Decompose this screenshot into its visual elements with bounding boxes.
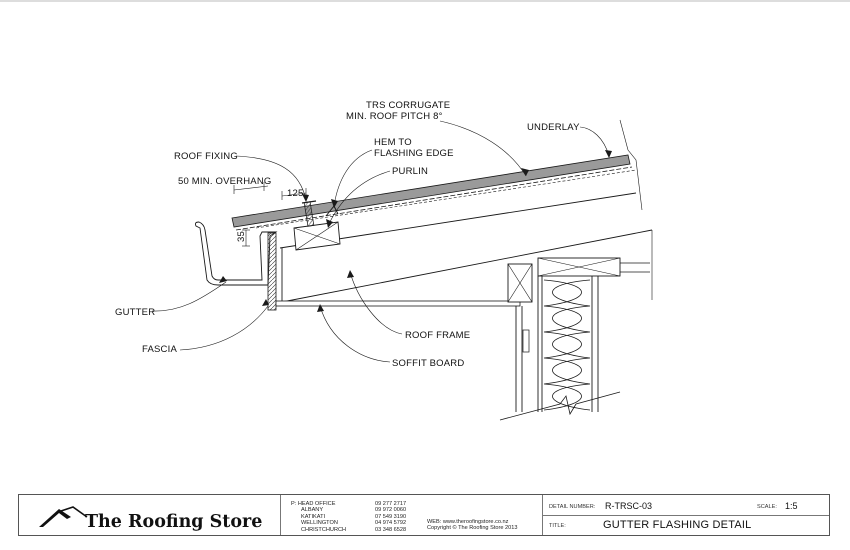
- copyright: Copyright © The Roofing Store 2013: [427, 525, 518, 532]
- gutter-flashing-drawing: 125 35 TRS CORRUGATE MIN. ROOF PITCH 8° …: [0, 0, 850, 421]
- label-fascia: FASCIA: [142, 344, 177, 355]
- contact-phones: 09 277 2717 09 972 0060 07 549 3190 04 9…: [375, 501, 406, 533]
- contact-places: P: HEAD OFFICE ALBANY KATIKATI WELLINGTO…: [291, 501, 346, 533]
- detail-section: DETAIL NUMBER: R-TRSC-03 SCALE: 1:5 TITL…: [543, 495, 829, 535]
- purlin-block: [293, 221, 341, 251]
- label-roof-fixing: ROOF FIXING: [174, 151, 238, 162]
- fascia-board: [267, 232, 277, 311]
- web-info: WEB: www.theroofingstore.co.nz Copyright…: [427, 519, 517, 532]
- detail-number: R-TRSC-03: [605, 501, 653, 511]
- contact-phone: 09 277 2717: [375, 501, 407, 507]
- label-min-roof-pitch: MIN. ROOF PITCH 8°: [346, 111, 443, 122]
- title-block: The Roofing Store P: HEAD OFFICE ALBANY …: [18, 494, 830, 536]
- label-hem-line2: FLASHING EDGE: [374, 148, 454, 159]
- dimension-overhang: [233, 182, 269, 194]
- roof-logo-icon: [39, 506, 88, 527]
- contact-place: P: HEAD OFFICE: [291, 501, 336, 507]
- contact-phone: 03 348 6528: [375, 526, 407, 533]
- label-gutter: GUTTER: [115, 307, 155, 318]
- web-address[interactable]: WEB: www.theroofingstore.co.nz: [427, 519, 509, 525]
- detail-title: GUTTER FLASHING DETAIL: [603, 519, 752, 531]
- contact-phone: 09 972 0060: [375, 507, 407, 514]
- scale-label: SCALE:: [757, 504, 777, 510]
- wall-section: [499, 119, 653, 421]
- contact-place: WELLINGTON: [301, 520, 338, 527]
- leader-lines: [151, 120, 610, 363]
- label-overhang: 50 MIN. OVERHANG: [178, 176, 271, 187]
- brand-section: The Roofing Store: [19, 495, 281, 535]
- roof-fixing-screw: [301, 200, 317, 227]
- top-plates: [507, 257, 650, 303]
- label-purlin: PURLIN: [392, 166, 428, 177]
- contact-section: P: HEAD OFFICE ALBANY KATIKATI WELLINGTO…: [281, 495, 543, 535]
- dimension-35: 35: [236, 229, 250, 247]
- dim-125-text: 125: [287, 188, 303, 199]
- label-hem-line1: HEM TO: [374, 137, 412, 148]
- scale-value: 1:5: [785, 501, 798, 511]
- label-soffit-board: SOFFIT BOARD: [392, 358, 464, 369]
- soffit-board: [275, 300, 521, 307]
- detail-number-label: DETAIL NUMBER:: [549, 504, 596, 510]
- contact-place: ALBANY: [301, 507, 324, 514]
- contact-phone: 07 549 3190: [375, 513, 407, 520]
- underlay-line: [255, 169, 637, 229]
- contact-phone: 04 974 5792: [375, 520, 407, 527]
- contact-place: CHRISTCHURCH: [301, 526, 347, 533]
- label-roof-frame: ROOF FRAME: [405, 330, 470, 341]
- brand-name: The Roofing Store: [85, 512, 263, 532]
- title-label: TITLE:: [549, 523, 566, 529]
- dimension-125: 125: [281, 188, 307, 200]
- label-trs-corrugate: TRS CORRUGATE: [366, 100, 450, 111]
- dim-35-text: 35: [236, 231, 247, 242]
- label-underlay: UNDERLAY: [527, 122, 580, 133]
- arrowheads: [219, 150, 612, 312]
- contact-place: KATIKATI: [301, 513, 326, 520]
